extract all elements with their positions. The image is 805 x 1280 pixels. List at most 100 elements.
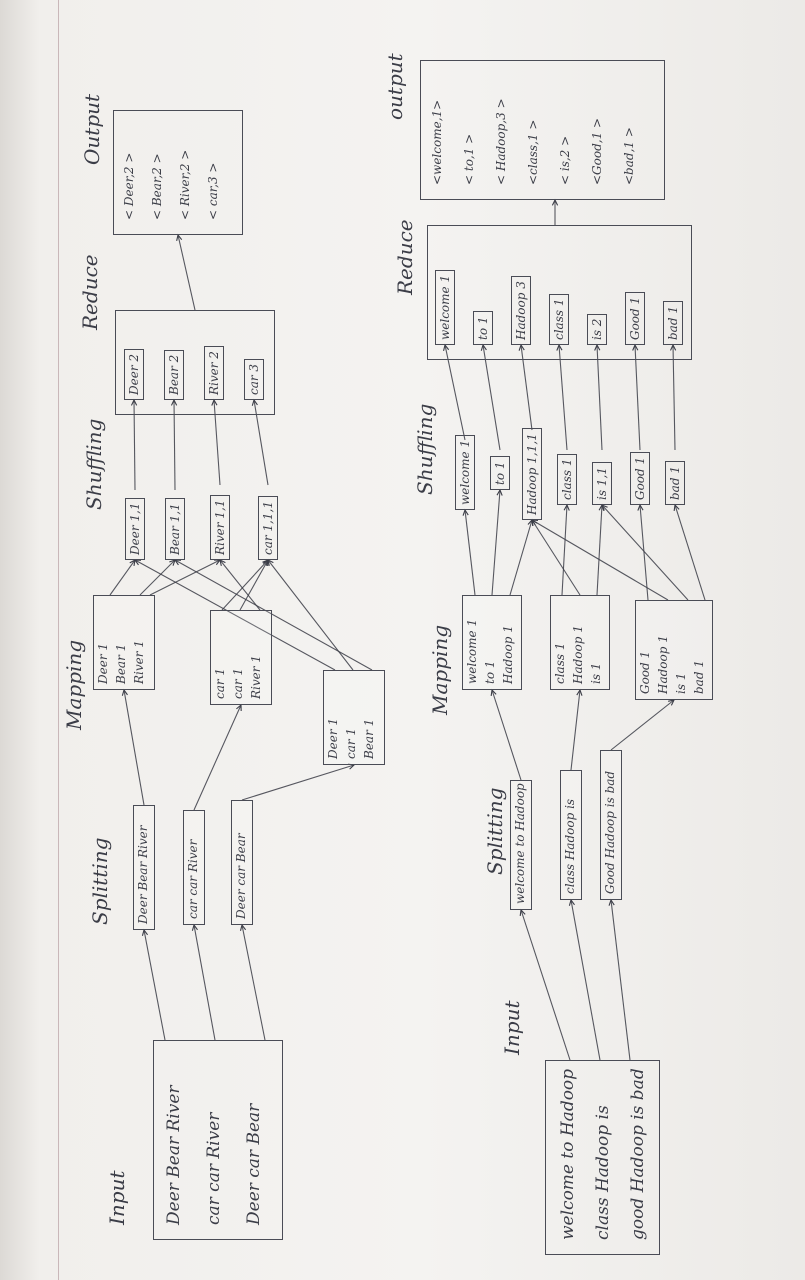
d2-split-text: Good Hadoop is bad — [603, 770, 617, 894]
d1-shuffle-cell: Bear 1,1 — [165, 498, 185, 560]
d2-shuffle-cell: Hadoop 1,1,1 — [522, 428, 542, 520]
d1-split-box: Deer Bear River — [133, 805, 155, 930]
connector-line — [193, 704, 242, 811]
d1-output-line: < Bear,2 > — [150, 153, 164, 220]
d2-output-line: < is,2 > — [558, 135, 572, 185]
d1-map-line: car 1 — [231, 667, 245, 699]
arrowhead — [637, 503, 644, 511]
connector-line — [610, 699, 675, 751]
arrowhead — [173, 559, 182, 566]
d2-output-line: <bad,1 > — [622, 127, 636, 185]
d1-map-box: Deer 1 Bear 1 River 1 — [93, 595, 155, 690]
d1-map-box: Deer 1 car 1 Bear 1 — [323, 670, 385, 765]
connector-line — [531, 519, 669, 601]
arrowhead — [608, 898, 615, 906]
arrowhead — [669, 343, 677, 351]
connector-line — [561, 504, 568, 596]
arrowhead — [130, 398, 138, 406]
d1-reduce-cell: River 2 — [204, 346, 224, 400]
d1-splitting-header: Splitting — [88, 837, 112, 925]
connector-line — [491, 689, 522, 781]
connector-line — [596, 504, 603, 596]
margin-line — [58, 0, 59, 1280]
d1-shuffle-cell: car 1,1,1 — [258, 496, 278, 560]
arrowhead — [530, 519, 539, 526]
connector-line — [464, 509, 476, 596]
connector-line — [610, 899, 631, 1061]
d1-shuffle-cell: River 1,1 — [210, 494, 230, 560]
d2-shuffling-header: Shuffling — [413, 403, 437, 495]
d1-output-line: < River,2 > — [178, 149, 192, 220]
d2-reduce-header: Reduce — [393, 219, 417, 295]
arrowhead — [211, 398, 218, 406]
connector-line — [239, 559, 269, 611]
arrowhead — [673, 503, 680, 512]
d2-shuffle-cell: is 1,1 — [592, 462, 612, 505]
d2-input-box: welcome to Hadoop class Hadoop is good H… — [545, 1060, 660, 1255]
d2-map-line: class 1 — [553, 642, 567, 684]
d1-shuffle-cell: Deer 1,1 — [125, 497, 145, 560]
arrowhead — [170, 398, 178, 406]
arrowhead — [141, 928, 149, 936]
d2-reduce-cell: is 2 — [587, 313, 607, 345]
connector-line — [219, 559, 261, 611]
d2-split-box: class Hadoop is — [560, 770, 582, 900]
arrowhead — [219, 559, 226, 566]
d2-output-line: < Hadoop,3 > — [494, 98, 508, 185]
d1-split-text: Deer Bear River — [136, 825, 150, 925]
d2-reduce-cell: welcome 1 — [435, 269, 455, 345]
connector-line — [109, 559, 136, 596]
arrowhead — [251, 398, 258, 406]
arrowhead — [568, 898, 575, 906]
d1-map-box: car 1 car 1 River 1 — [210, 610, 272, 705]
connector-line — [253, 399, 269, 486]
connector-line — [177, 234, 196, 311]
connector-line — [596, 344, 603, 451]
arrowhead — [133, 559, 142, 566]
connector-line — [221, 559, 269, 611]
connector-line — [634, 344, 641, 451]
d2-reduce-cell: Hadoop 3 — [511, 276, 531, 345]
connector-line — [174, 559, 373, 671]
d1-output-line: < car,3 > — [206, 162, 220, 220]
arrowhead — [601, 504, 608, 511]
d2-input-header: Input — [500, 1000, 524, 1055]
d1-input-box: Deer Bear River car car River Deer car B… — [153, 1040, 283, 1240]
d2-output-line: <class,1 > — [526, 119, 540, 185]
arrowhead — [576, 688, 583, 696]
connector-line — [570, 899, 601, 1061]
d1-split-box: Deer car Bear — [231, 800, 253, 925]
d2-split-box: welcome to Hadoop — [510, 780, 532, 910]
connector-line — [509, 519, 533, 596]
d1-reduce-cell: car 3 — [244, 358, 264, 400]
connector-line — [531, 519, 581, 596]
connector-line — [570, 689, 581, 771]
connector-line — [123, 689, 145, 806]
connector-line — [520, 909, 571, 1061]
arrowhead — [551, 198, 559, 206]
d1-map-line: car 1 — [344, 727, 358, 759]
connector-line — [143, 929, 166, 1041]
connector-line — [173, 399, 176, 491]
d2-input-line: welcome to Hadoop — [558, 1068, 578, 1240]
connector-line — [672, 344, 676, 451]
connector-line — [482, 344, 501, 451]
connector-line — [213, 399, 221, 486]
d2-map-box: class 1 Hadoop 1 is 1 — [550, 595, 610, 690]
d2-mapping-header: Mapping — [428, 624, 452, 715]
connector-line — [674, 504, 706, 601]
connector-line — [444, 344, 466, 441]
d2-map-box: welcome 1 to 1 Hadoop 1 — [462, 595, 522, 690]
d2-map-line: to 1 — [483, 660, 497, 685]
d1-split-box: car car River — [183, 810, 205, 925]
d2-output-header: output — [383, 53, 407, 120]
connector-line — [267, 559, 354, 671]
d1-split-text: car car River — [186, 839, 200, 919]
connector-line — [639, 504, 649, 601]
arrowhead — [480, 343, 487, 351]
d2-shuffle-cell: to 1 — [490, 456, 510, 490]
d1-map-line: River 1 — [249, 655, 263, 699]
d1-map-line: Deer 1 — [326, 717, 340, 759]
